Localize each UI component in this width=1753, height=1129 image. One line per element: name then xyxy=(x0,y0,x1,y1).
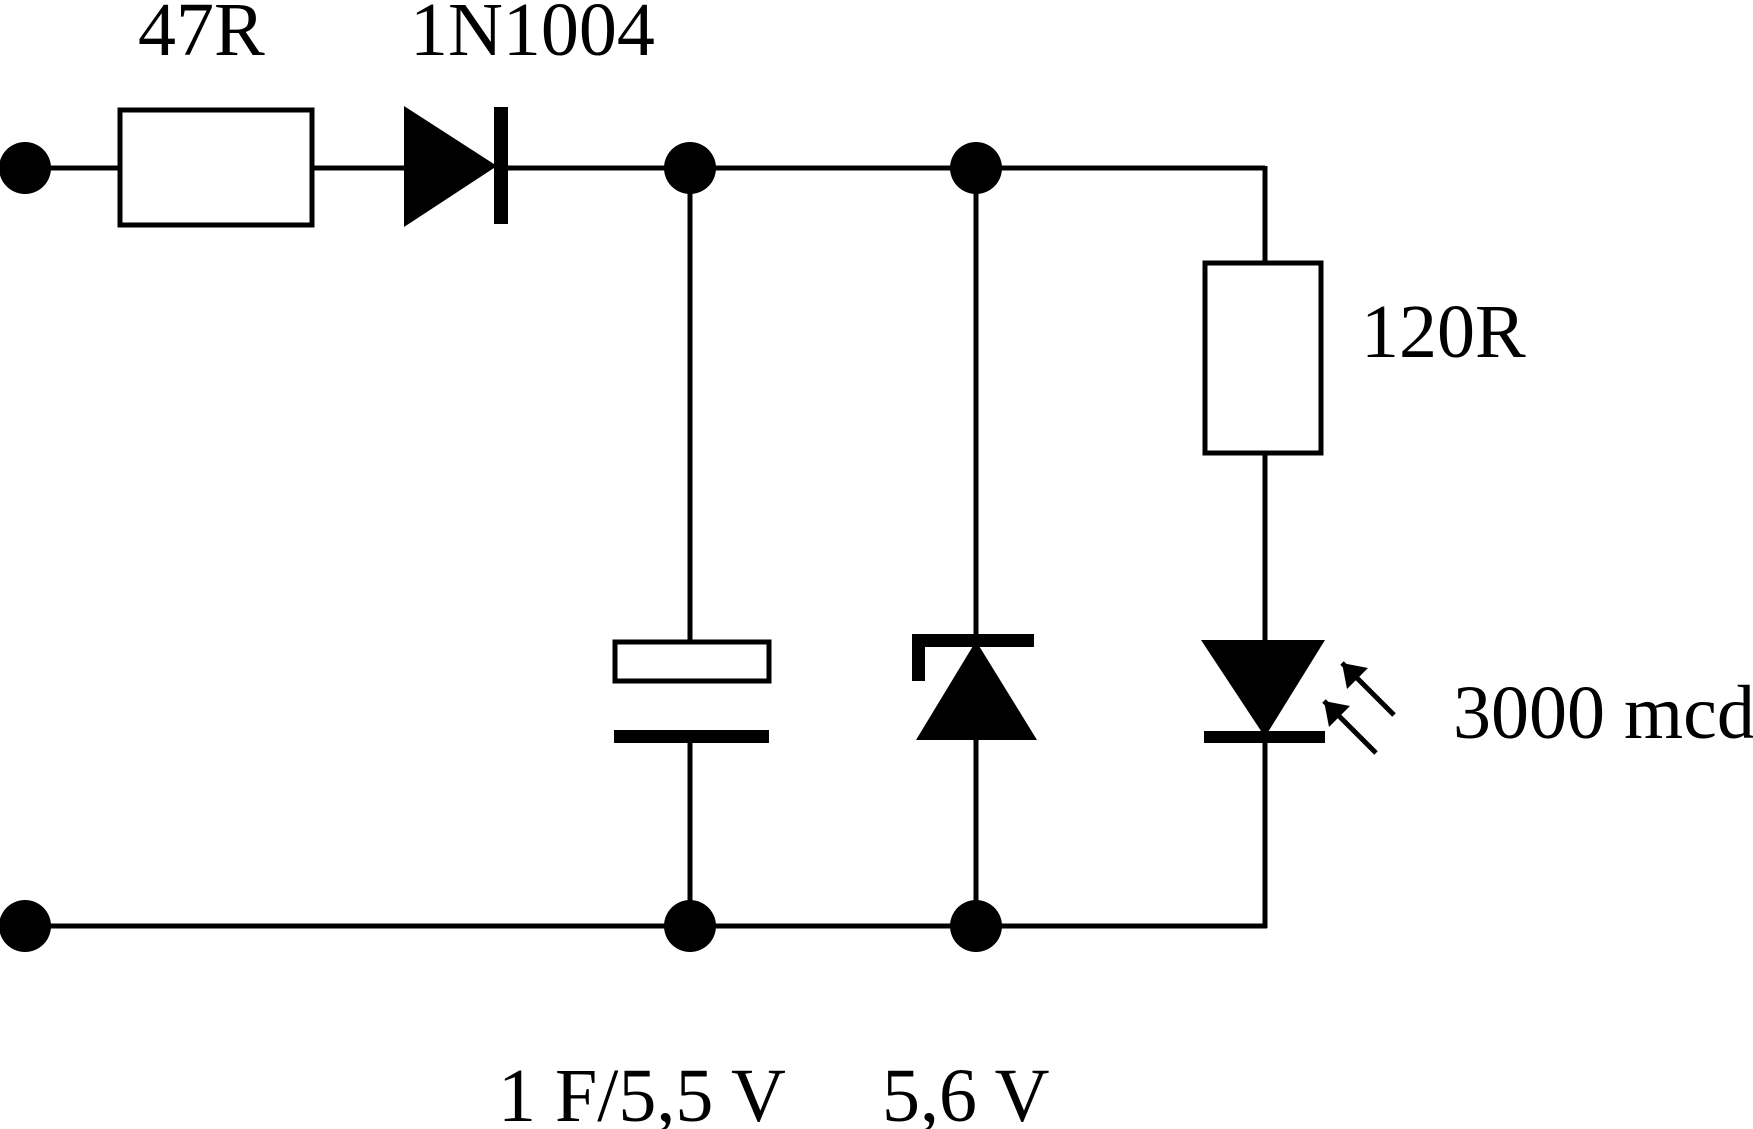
capacitor-1f: 1 F/5,5 V xyxy=(498,639,786,1129)
junction-dot-cap-bottom xyxy=(664,900,716,952)
resistor-47r-body xyxy=(117,107,315,228)
diode-1n1004-label: 1N1004 xyxy=(410,0,655,72)
junction-dot-zener-bottom xyxy=(950,900,1002,952)
resistor-120r: 120R xyxy=(1202,260,1526,456)
junction-dot-zener-top xyxy=(950,142,1002,194)
diode-1n1004: 1N1004 xyxy=(404,0,655,227)
led: 3000 mcd xyxy=(1201,640,1753,755)
resistor-120r-body xyxy=(1202,260,1324,456)
light-arrow-2-head xyxy=(1324,701,1350,727)
led-light-arrows-icon xyxy=(1322,661,1396,755)
zener-diode: 5,6 V xyxy=(882,634,1050,1129)
zener-bent-end xyxy=(912,634,925,681)
led-label: 3000 mcd xyxy=(1453,671,1753,755)
zener-triangle xyxy=(916,641,1037,740)
light-arrow-1-head xyxy=(1342,663,1368,689)
input-terminal-bottom xyxy=(0,900,51,952)
resistor-47r-label: 47R xyxy=(138,0,265,72)
resistor-120r-label: 120R xyxy=(1361,290,1526,374)
capacitor-negative-plate xyxy=(614,730,769,743)
diode-1n1004-triangle xyxy=(404,106,497,227)
capacitor-label: 1 F/5,5 V xyxy=(498,1054,786,1129)
zener-cathode-bar xyxy=(912,634,1034,647)
zener-label: 5,6 V xyxy=(882,1054,1050,1129)
input-terminal-top xyxy=(0,142,51,194)
led-triangle xyxy=(1201,640,1325,737)
resistor-47r: 47R xyxy=(117,0,315,228)
wires xyxy=(25,165,1268,929)
capacitor-positive-plate xyxy=(612,639,772,684)
nodes xyxy=(0,142,1002,952)
diode-1n1004-cathode-bar xyxy=(494,107,508,224)
led-cathode-bar xyxy=(1204,731,1325,743)
junction-dot-cap-top xyxy=(664,142,716,194)
